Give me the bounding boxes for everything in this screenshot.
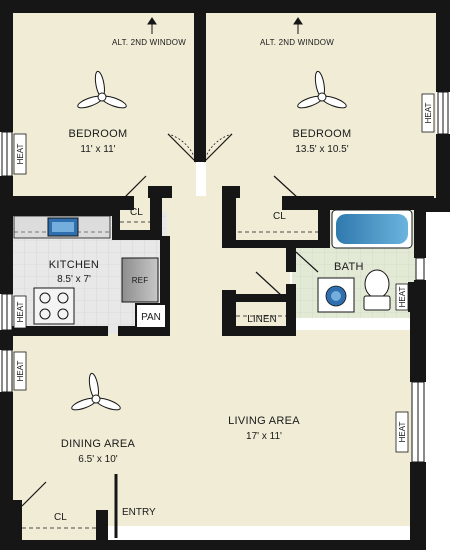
linen-label: LINEN xyxy=(247,314,276,325)
closet-right-label: CL xyxy=(273,211,286,222)
bedroom-right-floor xyxy=(206,12,436,200)
svg-text:HEAT: HEAT xyxy=(16,302,25,323)
stove xyxy=(33,287,75,325)
dining-name: DINING AREA xyxy=(61,438,136,450)
alt-window-label-left: ALT. 2ND WINDOW xyxy=(112,38,186,47)
windows xyxy=(1,91,449,463)
ceiling-fan-bedroom-left xyxy=(77,70,127,109)
toilet xyxy=(364,269,390,299)
bath-fixtures xyxy=(317,209,413,313)
bath-name: BATH xyxy=(334,261,364,273)
doors xyxy=(21,133,319,538)
entry-label: ENTRY xyxy=(122,507,156,518)
refrigerator xyxy=(121,257,159,303)
bedroom-left-floor xyxy=(12,12,196,200)
living-name: LIVING AREA xyxy=(228,415,300,427)
door-bedroom-right xyxy=(203,133,233,163)
ceiling-fan-dining xyxy=(71,372,121,411)
heat-bedroom-left: HEAT xyxy=(13,133,27,175)
living-floor xyxy=(12,330,414,526)
closet-shelves xyxy=(22,221,318,529)
kitchen-fixtures xyxy=(13,215,159,325)
svg-text:HEAT: HEAT xyxy=(398,287,407,308)
heat-kitchen: HEAT xyxy=(13,295,27,329)
alt-window-arrows xyxy=(147,17,303,34)
floor-areas xyxy=(12,12,436,540)
refrigerator-label: REF xyxy=(132,276,149,285)
svg-text:HEAT: HEAT xyxy=(16,361,25,382)
door-closet-left xyxy=(123,175,147,199)
dining-dim: 6.5' x 10' xyxy=(78,454,117,465)
door-linen xyxy=(255,271,283,297)
bedroom-right-dim: 13.5' x 10.5' xyxy=(295,144,348,155)
door-bedroom-left xyxy=(167,133,197,163)
door-closet-right xyxy=(273,175,299,199)
heat-living: HEAT xyxy=(395,411,409,453)
bedroom-right-name: BEDROOM xyxy=(293,128,352,140)
closet-entry-floor xyxy=(14,506,104,540)
heat-dining: HEAT xyxy=(13,351,27,391)
living-dim: 17' x 11' xyxy=(246,431,282,442)
heat-bath: HEAT xyxy=(395,283,409,311)
window-bath xyxy=(415,257,425,281)
door-bath xyxy=(295,251,319,273)
svg-text:HEAT: HEAT xyxy=(398,422,407,443)
kitchen-dim: 8.5' x 7' xyxy=(57,274,91,285)
pantry-label: PAN xyxy=(141,312,161,323)
closet-left-label: CL xyxy=(130,207,143,218)
alt-window-label-right: ALT. 2ND WINDOW xyxy=(260,38,334,47)
svg-text:HEAT: HEAT xyxy=(16,144,25,165)
svg-text:HEAT: HEAT xyxy=(424,103,433,124)
kitchen-name: KITCHEN xyxy=(49,259,99,271)
bedroom-left-name: BEDROOM xyxy=(69,128,128,140)
ceiling-fan-bedroom-right xyxy=(297,70,347,109)
heat-bedroom-right: HEAT xyxy=(421,93,435,133)
bedroom-left-dim: 11' x 11' xyxy=(80,144,115,155)
door-entry-closet xyxy=(21,481,47,507)
closet-entry-label: CL xyxy=(54,512,67,523)
linen-floor xyxy=(236,298,292,326)
